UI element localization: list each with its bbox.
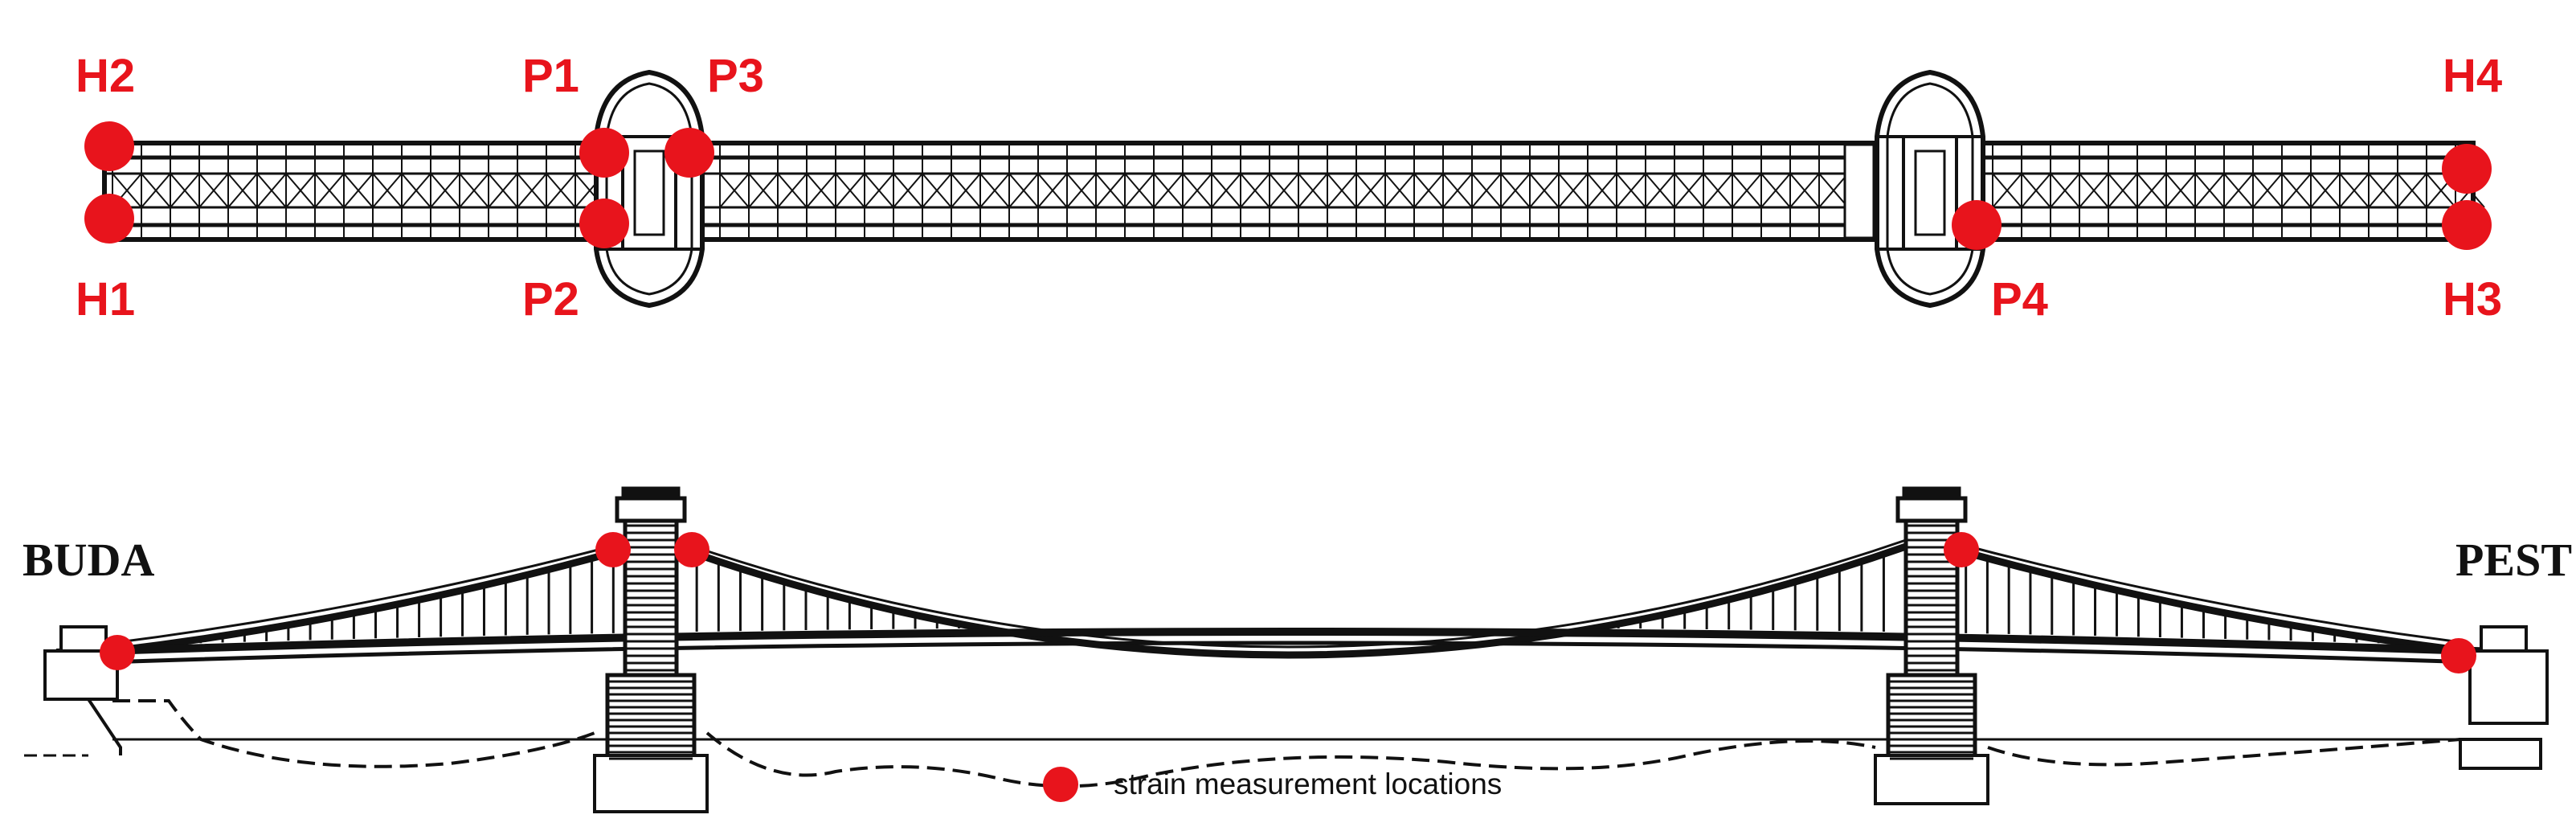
marker-elev-p1 [595,532,631,567]
marker-p1 [579,128,629,178]
legend: strain measurement locations [1043,767,1502,802]
riverbed [24,699,2467,788]
label-h1: H1 [76,273,135,325]
plan-pier-left [594,69,705,309]
marker-h2 [84,121,134,171]
label-h4: H4 [2443,50,2502,102]
legend-label: strain measurement locations [1114,768,1502,800]
suspension-chains [112,538,2468,659]
label-h3: H3 [2443,273,2502,325]
label-pest: PEST [2455,534,2572,586]
plan-markers [84,121,2492,250]
elevation-deck [55,628,2524,666]
marker-elev-h3 [2441,638,2476,673]
label-buda: BUDA [22,534,154,586]
plan-verticals [112,143,2456,239]
label-p4: P4 [1991,273,2048,325]
marker-elev-p3 [674,532,709,567]
label-p3: P3 [707,50,764,102]
tower-right [1874,486,1989,805]
marker-h3 [2442,200,2492,250]
label-p2: P2 [522,273,579,325]
elevation-view: BUDA PEST [22,486,2572,813]
label-h2: H2 [76,50,135,102]
marker-h4 [2442,144,2492,194]
label-p1: P1 [522,50,579,102]
marker-p4 [1952,200,2002,250]
tower-left-masonry [609,524,693,760]
plan-view: H2 H1 P1 P2 P3 P4 H4 H3 [76,50,2502,325]
marker-p3 [664,128,714,178]
legend-marker [1043,767,1078,802]
elevation-markers [100,532,2476,673]
plan-deck-truss [102,141,2476,242]
marker-elev-p4 [1944,532,1979,567]
plan-pier-right [1843,69,1985,309]
marker-p2 [579,199,629,248]
marker-elev-h1 [100,635,135,670]
marker-h1 [84,194,134,244]
abutment-pest [2459,625,2549,770]
